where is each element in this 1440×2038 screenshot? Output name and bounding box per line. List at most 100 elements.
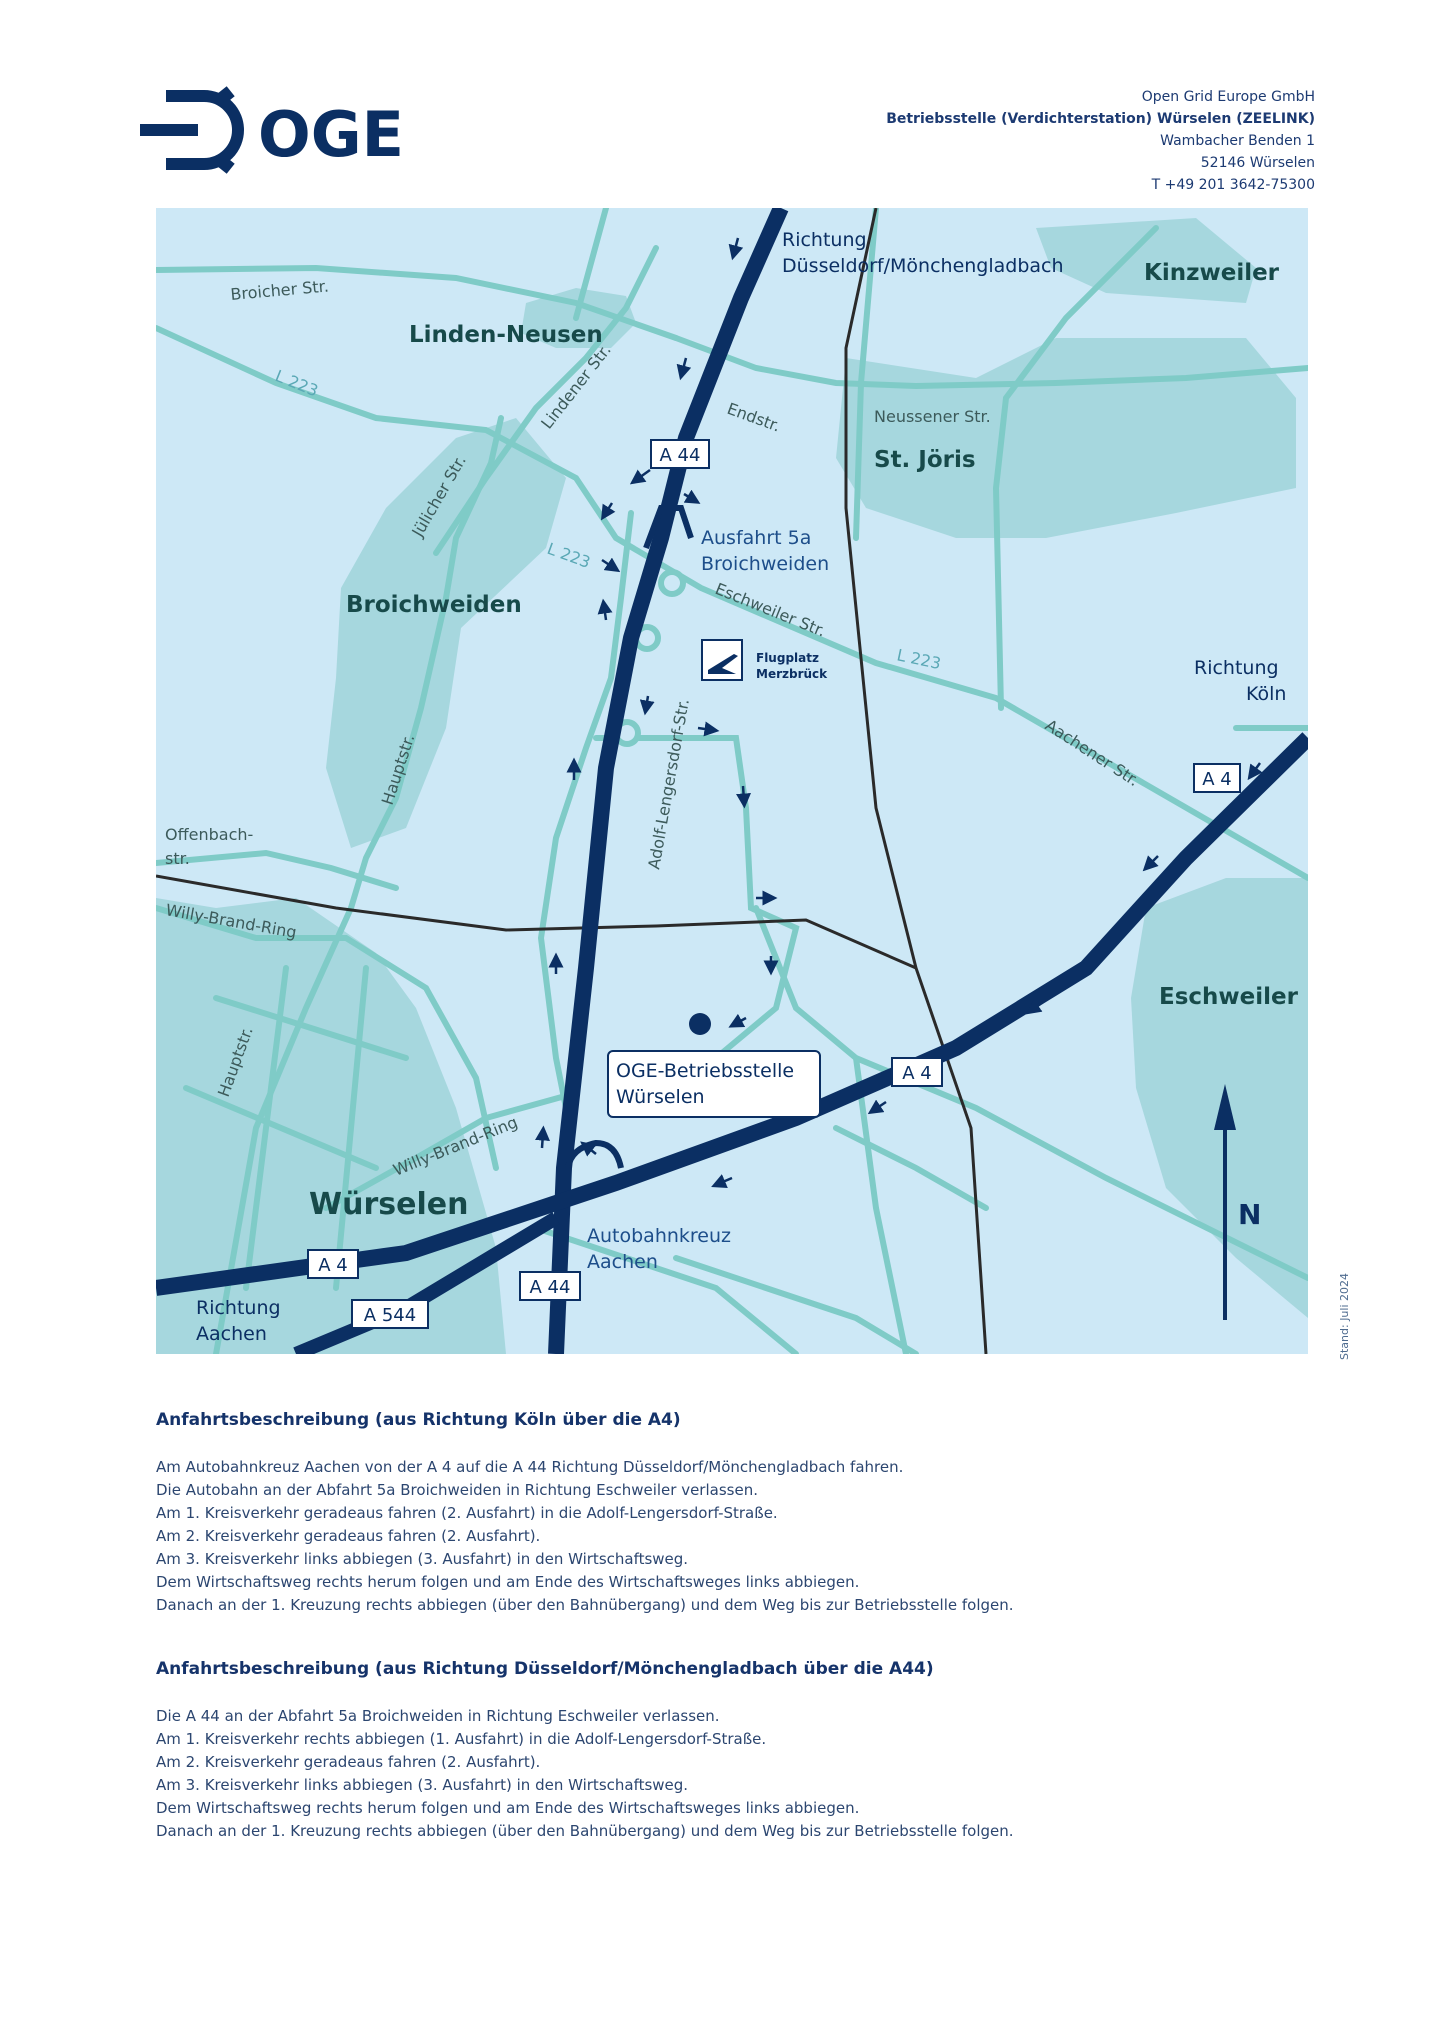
road-wuerselen-grid-b: [183, 1085, 379, 1171]
roundabout-1: [658, 569, 686, 597]
label-exit-5a-2: Broichweiden: [701, 553, 829, 575]
directions-list-koeln: Am Autobahnkreuz Aachen von der A 4 auf …: [156, 1456, 1306, 1617]
secondary-roads: [156, 208, 1308, 1354]
road-south-a: [853, 1055, 909, 1354]
route-arrow: [676, 357, 692, 381]
road-offenbachstr: [156, 849, 399, 891]
label-richtung-aachen-1: Richtung: [196, 1297, 281, 1319]
site-label-box: [607, 1050, 821, 1118]
route-arrow: [697, 721, 720, 737]
direction-step: Dem Wirtschaftsweg rechts herum folgen u…: [156, 1799, 860, 1817]
road-l223-north: [156, 325, 1308, 881]
road-wuerselen-grid-a: [213, 995, 409, 1061]
label-st-joeris: St. Jöris: [874, 447, 976, 473]
shield-a44-top: A 44: [650, 439, 710, 469]
road-adolf-lengersdorf: [537, 510, 634, 1111]
label-broichweiden: Broichweiden: [346, 592, 522, 618]
city-address: 52146 Würselen: [1200, 155, 1315, 171]
route-arrow: [597, 598, 613, 621]
direction-step: Am 3. Kreisverkehr links abbiegen (3. Au…: [156, 1550, 689, 1568]
road-kinzweiler-a: [853, 208, 879, 541]
direction-step: Am 1. Kreisverkehr rechts abbiegen (1. A…: [156, 1730, 767, 1748]
direction-labels: Richtung Düsseldorf/Mönchengladbach Rich…: [196, 229, 1286, 1345]
north-label: N: [1238, 1198, 1261, 1231]
site-location-dot: [689, 1013, 711, 1035]
route-arrow: [600, 502, 616, 521]
directions-heading-koeln: Anfahrtsbeschreibung (aus Richtung Köln …: [156, 1410, 681, 1430]
direction-step: Am 3. Kreisverkehr links abbiegen (3. Au…: [156, 1776, 689, 1794]
railway-north-south: [844, 208, 988, 1354]
label-richtung-koeln-1: Richtung: [1194, 657, 1279, 679]
label-offenbachstr-1: Offenbach-: [165, 825, 253, 844]
direction-step: Am 2. Kreisverkehr geradeaus fahren (2. …: [156, 1527, 541, 1545]
shield-a4-west-label: A 4: [318, 1255, 348, 1276]
north-arrow: N: [1214, 1084, 1261, 1320]
route-arrow: [736, 785, 751, 809]
route-arrow: [1025, 999, 1044, 1015]
north-arrow-head: [1214, 1084, 1236, 1130]
plane-icon: [708, 654, 738, 674]
direction-step: Dem Wirtschaftsweg rechts herum folgen u…: [156, 1573, 860, 1591]
street-address: Wambacher Benden 1: [1160, 133, 1315, 149]
oge-wordmark: OGE: [258, 98, 404, 171]
route-arrow: [683, 489, 701, 504]
label-interchange-1: Autobahnkreuz: [587, 1225, 731, 1247]
direction-step: Am 2. Kreisverkehr geradeaus fahren (2. …: [156, 1753, 541, 1771]
motorway-a44: [548, 208, 789, 1354]
road-north-link: [573, 208, 609, 321]
road-broicher-str: [156, 264, 679, 341]
direction-step: Danach an der 1. Kreuzung rechts abbiege…: [156, 1822, 1014, 1840]
oge-logo: OGE: [140, 86, 404, 174]
route-arrow: [1247, 762, 1263, 781]
directions-list-duesseldorf: Die A 44 an der Abfahrt 5a Broichweiden …: [156, 1705, 1306, 1843]
phone-number: T +49 201 3642-75300: [1151, 177, 1315, 193]
route-arrow: [629, 468, 651, 485]
direction-step: Am 1. Kreisverkehr geradeaus fahren (2. …: [156, 1504, 778, 1522]
label-interchange-2: Aachen: [587, 1251, 658, 1273]
motorway-exit-loop: [643, 505, 694, 550]
route-arrow: [711, 1174, 733, 1188]
settlement-kinzweiler: [1036, 218, 1256, 303]
directions-section: Anfahrtsbeschreibung (aus Richtung Köln …: [156, 1410, 1306, 1885]
site-label-1: OGE-Betriebsstelle: [616, 1060, 794, 1082]
route-arrow: [728, 237, 744, 261]
road-willy-brandt-ring-east: [323, 1090, 579, 1211]
label-kinzweiler: Kinzweiler: [1144, 260, 1280, 286]
settlement-wuerselen: [156, 898, 506, 1354]
shield-a4-mid: A 4: [891, 1057, 943, 1087]
motorway-shields: A 44 A 4 A 4 A 4 A 44 A 544: [307, 439, 1241, 1329]
directions-heading-duesseldorf: Anfahrtsbeschreibung (aus Richtung Düsse…: [156, 1659, 934, 1679]
road-endstr: [673, 335, 1308, 390]
route-arrow: [867, 1099, 887, 1115]
label-airfield-1: Flugplatz: [756, 651, 819, 665]
site-name: Betriebsstelle (Verdichterstation) Würse…: [886, 111, 1315, 127]
road-south-east-b: [833, 1125, 989, 1211]
oge-logo-mark: [140, 86, 244, 174]
motorway-a4: [156, 732, 1308, 1296]
shield-a44-top-label: A 44: [660, 445, 701, 466]
railways: [156, 208, 988, 1354]
road-south-c: [533, 1225, 799, 1354]
route-arrow: [1142, 855, 1159, 872]
shield-a544: A 544: [351, 1299, 429, 1329]
road-wuerselen-grid-c: [243, 965, 289, 1291]
shield-a4-west: A 4: [307, 1249, 359, 1279]
stand-date: Stand: Juli 2024: [1338, 1272, 1351, 1360]
direction-step: Die A 44 an der Abfahrt 5a Broichweiden …: [156, 1707, 720, 1725]
place-labels: Linden-Neusen Kinzweiler St. Jöris Broic…: [309, 260, 1299, 1222]
railway-east-west: [156, 874, 917, 970]
route-arrows: [535, 237, 1263, 1188]
route-arrow: [601, 557, 621, 573]
label-richtung-dus-2: Düsseldorf/Mönchengladbach: [782, 255, 1064, 277]
shield-a44-bottom-label: A 44: [530, 1277, 571, 1298]
route-arrow: [728, 1013, 747, 1028]
road-south-b: [673, 1255, 919, 1354]
shield-a44-bottom: A 44: [519, 1271, 581, 1301]
site-marker: OGE-Betriebsstelle Würselen: [607, 1013, 821, 1118]
route-arrow: [580, 1141, 597, 1157]
road-wuerselen-grid-d: [333, 965, 369, 1291]
settlement-broichweiden: [326, 418, 566, 848]
shield-a4-east-label: A 4: [1202, 769, 1232, 790]
road-willy-brandt-ring: [156, 905, 499, 1171]
direction-step: Danach an der 1. Kreuzung rechts abbiege…: [156, 1596, 1014, 1614]
